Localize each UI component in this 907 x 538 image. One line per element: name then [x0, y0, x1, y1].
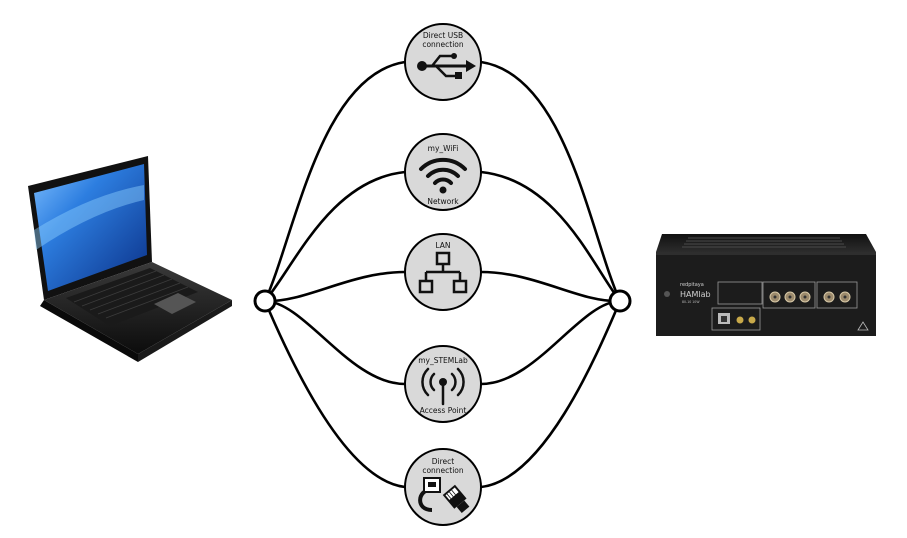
wifi-network-node: my_WiFi Network: [404, 133, 482, 211]
usb-icon: [417, 53, 476, 79]
left-junction-node: [253, 289, 277, 313]
connection-paths: [263, 60, 622, 489]
access-point-node: my_STEMLab Access Point: [404, 345, 482, 423]
wifi-icon: [419, 157, 467, 185]
hamlab-device-image: redpitaya HAMlab 80-10 10W: [656, 234, 876, 336]
right-junction-node: [608, 289, 632, 313]
usb-label-bottom: connection: [422, 40, 464, 49]
warning-icon: [857, 321, 869, 331]
ap-label-top: my_STEMLab: [418, 356, 468, 365]
lan-node: LAN: [404, 233, 482, 311]
wifi-label-top: my_WiFi: [428, 144, 459, 153]
lan-network-icon: [418, 251, 468, 294]
usb-connection-node: Direct USB connection: [404, 23, 482, 101]
usb-label-top: Direct USB: [423, 31, 463, 40]
device-model: HAMlab: [680, 290, 711, 299]
device-brand: redpitaya: [680, 282, 704, 288]
device-sub: 80-10 10W: [682, 300, 700, 304]
direct-label-bottom: connection: [422, 466, 464, 475]
wifi-label-bottom: Network: [427, 197, 459, 206]
direct-connection-node: Direct connection: [404, 448, 482, 526]
laptop-image: [28, 156, 232, 362]
ethernet-cable-icon: [418, 477, 470, 514]
lan-label-top: LAN: [435, 241, 450, 250]
ap-label-bottom: Access Point: [420, 406, 467, 415]
direct-label-top: Direct: [432, 457, 455, 466]
